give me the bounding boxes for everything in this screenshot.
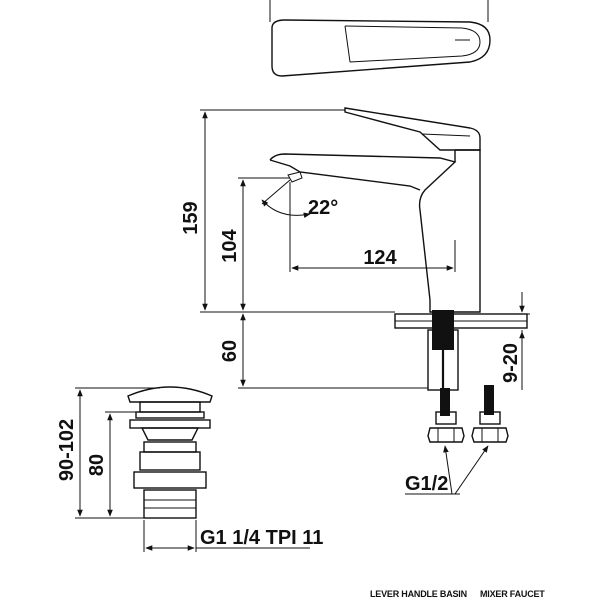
dim-spout-height: 104 [219, 228, 241, 262]
dim-overall-height: 159 [180, 201, 202, 234]
dim-spout-reach: 124 [363, 247, 397, 269]
handle-top-view [269, 0, 491, 77]
dim-shank-length: 60 [219, 340, 241, 362]
faucet-side-view [269, 107, 528, 443]
dim-drain-thread: G1 1/4 TPI 11 [200, 527, 323, 549]
dim-drain-height-range: 90-102 [56, 419, 78, 481]
drain-dimension-lines [75, 387, 310, 552]
drain-side-view [127, 386, 213, 519]
dim-inlet-thread: G1/2 [405, 473, 448, 495]
caption-right: MIXER FAUCET [480, 589, 545, 599]
dim-spout-angle: 22° [308, 197, 338, 219]
faucet-dimension-lines [200, 109, 530, 495]
dim-drain-body-height: 80 [86, 454, 108, 476]
caption-left: LEVER HANDLE BASIN [370, 589, 467, 599]
dim-deck-thickness: 9-20 [500, 343, 522, 383]
